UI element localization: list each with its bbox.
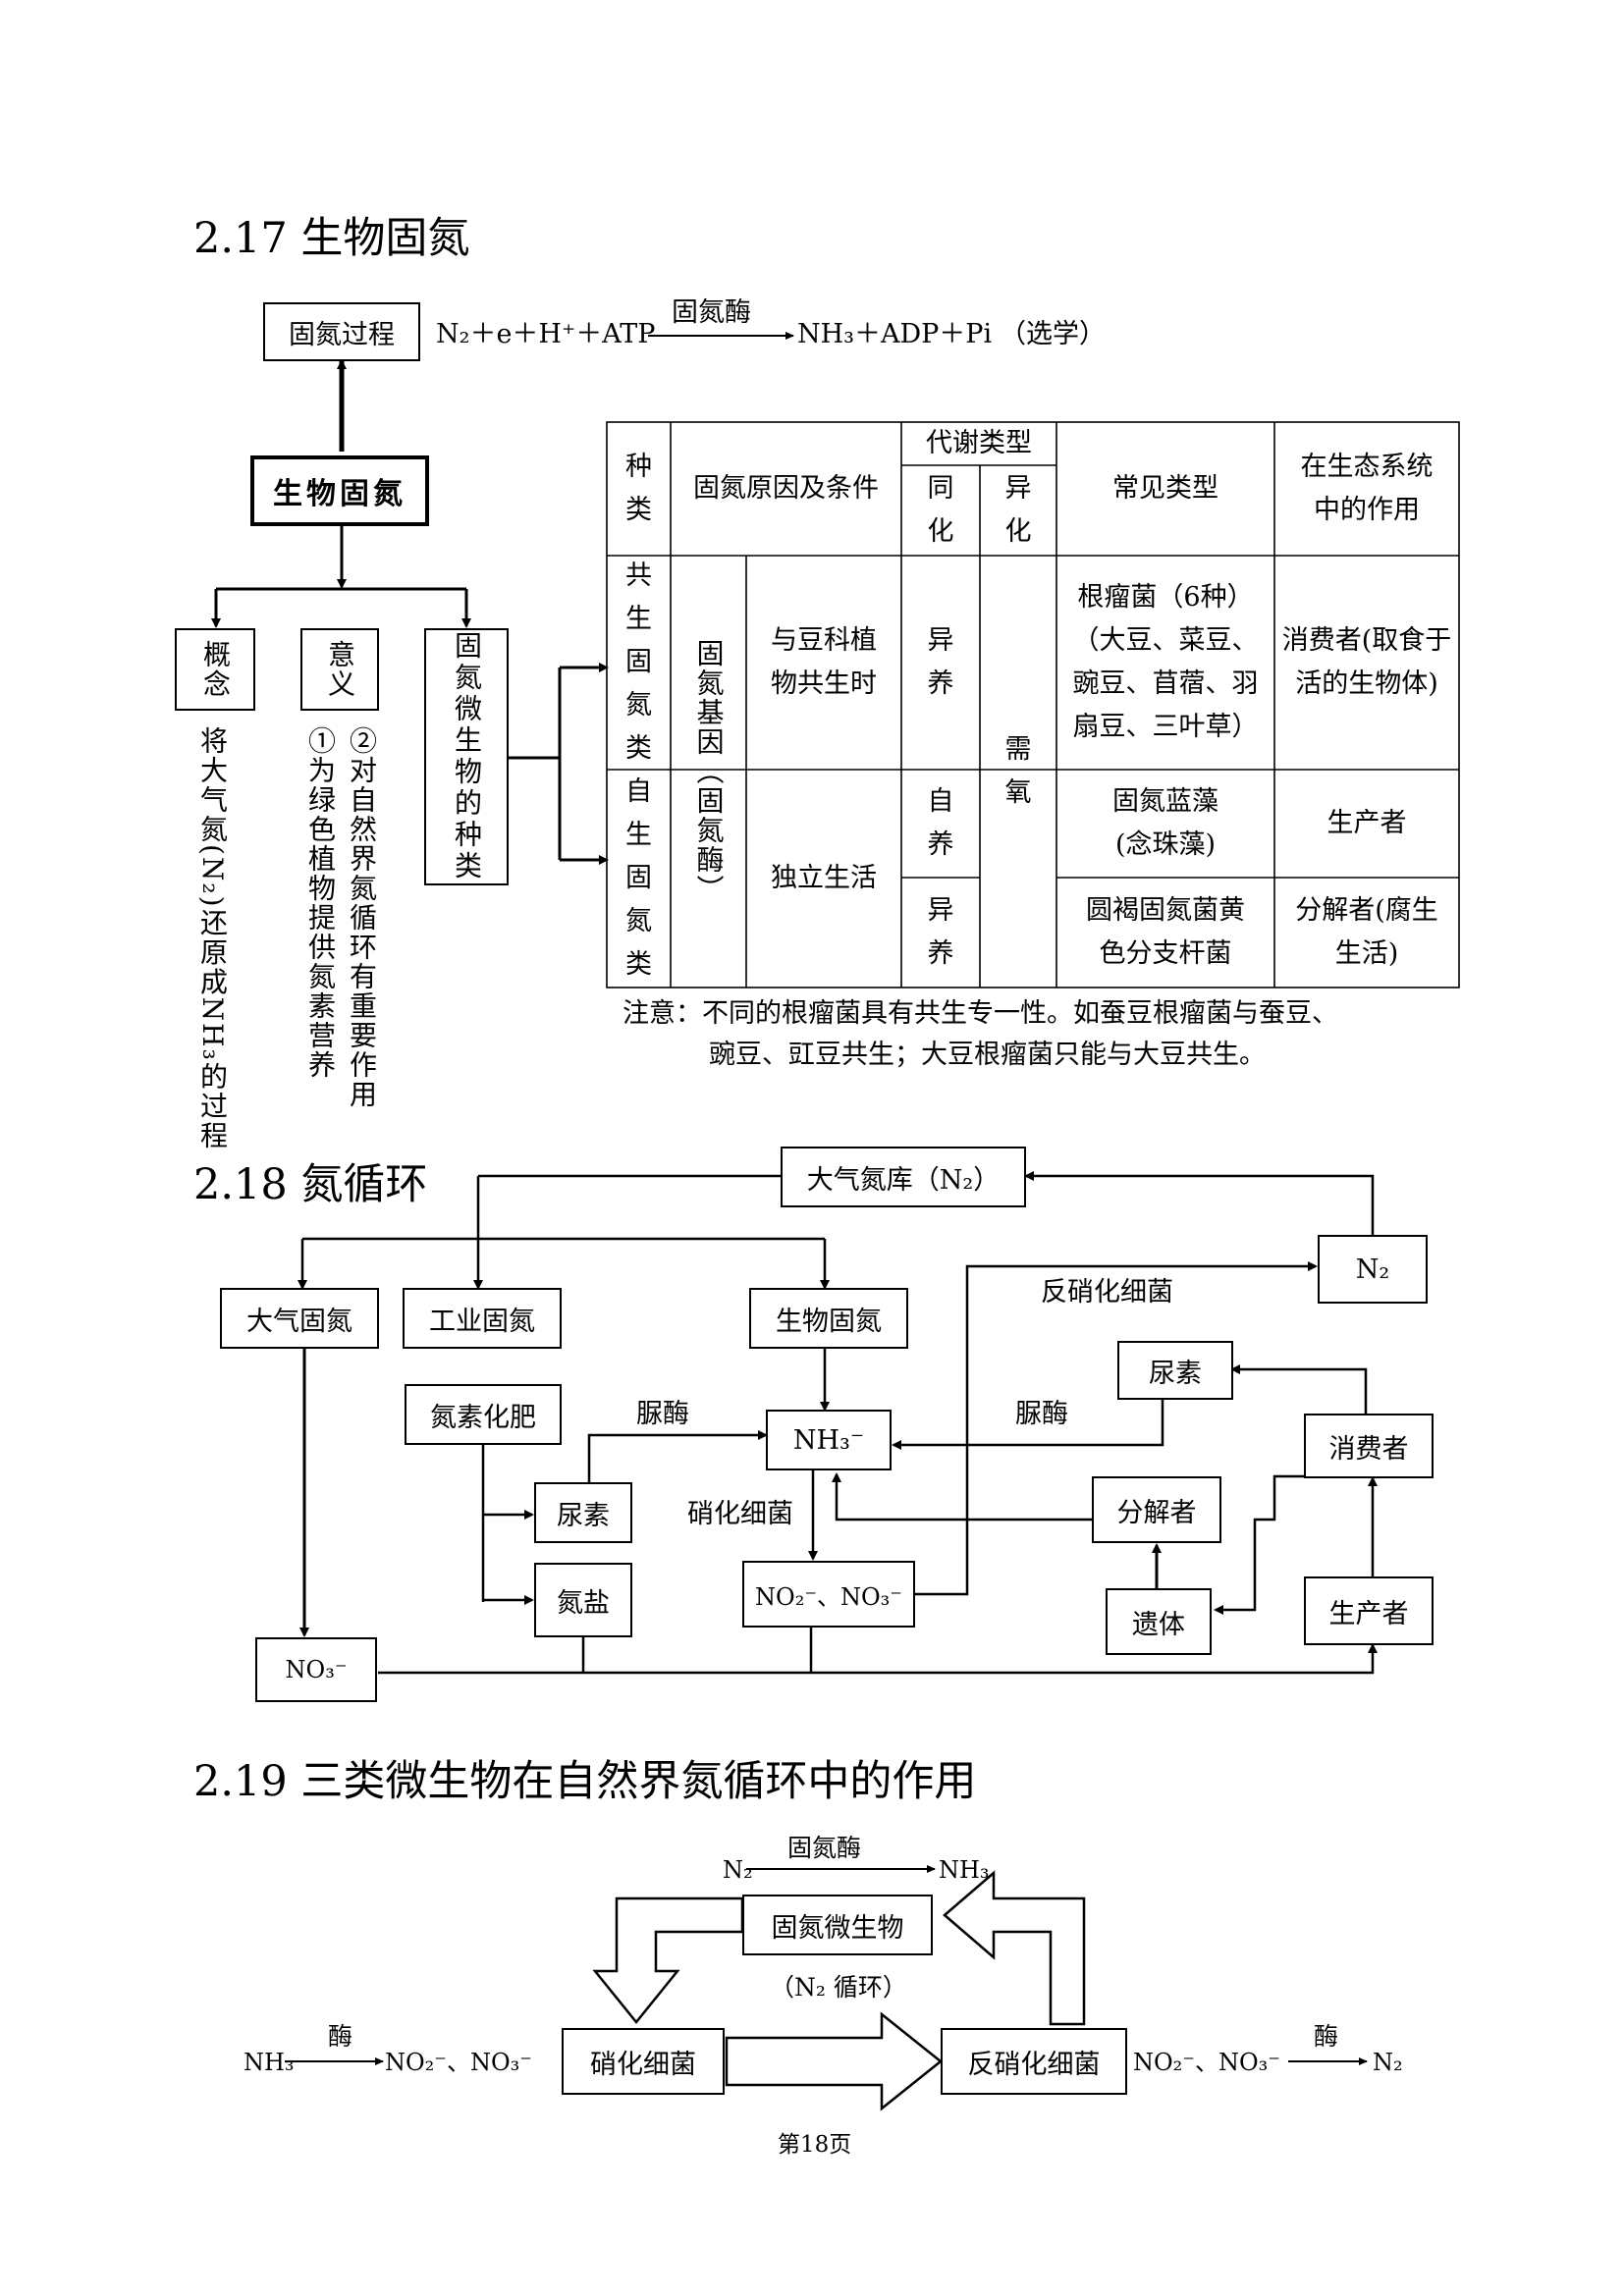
- right-eq-left: NO₂⁻、NO₃⁻: [1133, 2049, 1280, 2076]
- table-cyanobacteria-assimilation: 自养: [927, 786, 954, 860]
- species-label: 固氮微生物的种类: [451, 631, 483, 882]
- equation-note: （选学）: [1000, 319, 1106, 349]
- right-eq-enzyme: 酶: [1314, 2022, 1339, 2051]
- table-header-metabolism: 代谢类型: [926, 428, 1032, 458]
- denitrifying-bacteria-box: 反硝化细菌: [941, 2028, 1127, 2095]
- table-symbiotic-assimilation: 异养: [927, 625, 954, 699]
- top-eq-right: NH₃: [939, 1856, 990, 1884]
- section-title-2-17: 2.17 生物固氮: [193, 214, 470, 263]
- table-row-symbiotic-kind: 共生固氮类: [625, 561, 652, 764]
- table-note-line-2: 豌豆、豇豆共生；大豆根瘤菌只能与大豆共生。: [709, 1040, 1266, 1070]
- nitrogen-fertilizer-box: 氮素化肥: [405, 1384, 562, 1445]
- table-gene-cell: 固氮基因（固氮酶）: [671, 556, 746, 988]
- table-cyanobacteria-role: 生产者: [1326, 808, 1407, 838]
- section-title-2-18: 2.18 氮循环: [193, 1160, 428, 1209]
- n-fixing-microbe-box: 固氮微生物: [742, 1895, 933, 1955]
- table-header-assimilation: 同化: [927, 473, 954, 547]
- left-eq-left: NH₃: [244, 2049, 295, 2076]
- n2-cycle-label: （N₂ 循环）: [770, 1973, 907, 2002]
- n2-box: N₂: [1318, 1235, 1428, 1304]
- nitrate-box: NO₃⁻: [255, 1637, 377, 1702]
- denitrifying-bacteria-label: 反硝化细菌: [1041, 1277, 1173, 1308]
- table-azotobacter-assimilation: 异养: [927, 895, 954, 969]
- meaning-item-2: ②对自然界氮循环有重要作用: [346, 726, 378, 1109]
- table-gene-text: 固氮基因（固氮酶）: [692, 639, 726, 904]
- urease-label-left: 脲酶: [636, 1399, 689, 1429]
- top-eq-enzyme: 固氮酶: [787, 1834, 862, 1862]
- top-eq-left: N₂: [723, 1856, 753, 1884]
- atmospheric-fixation-box: 大气固氮: [220, 1288, 379, 1349]
- table-azotobacter-common: 圆褐固氮菌黄色分支杆菌: [1086, 895, 1245, 969]
- fixation-process-box: 固氮过程: [263, 302, 420, 361]
- table-azotobacter-role: 分解者(腐生生活): [1295, 895, 1438, 969]
- nitrifying-bacteria-box: 硝化细菌: [562, 2028, 725, 2095]
- urea-right-box: 尿素: [1117, 1341, 1233, 1400]
- table-symbiotic-condition: 与豆科植物共生时: [771, 625, 877, 699]
- urease-label-right: 脲酶: [1015, 1399, 1068, 1429]
- table-cyanobacteria-common: 固氮蓝藻(念珠藻): [1112, 786, 1218, 860]
- table-header-reason: 固氮原因及条件: [693, 473, 879, 504]
- urea-left-box: 尿素: [534, 1482, 632, 1543]
- equation-enzyme: 固氮酶: [672, 297, 751, 328]
- page-footer: 第18页: [778, 2132, 852, 2158]
- meaning-box: 意义: [300, 628, 379, 711]
- ammonium-salt-box: 氮盐: [534, 1563, 632, 1637]
- bio-fixation-main-box: 生物固氮: [250, 455, 429, 526]
- meaning-label: 意义: [324, 640, 356, 699]
- equation-left: N₂＋e＋H⁺＋ATP: [436, 319, 656, 349]
- table-header-common-types: 常见类型: [1112, 473, 1218, 504]
- biological-fixation-box: 生物固氮: [749, 1288, 908, 1349]
- nitrifying-bacteria-label: 硝化细菌: [687, 1499, 793, 1529]
- concept-text: 将大气氮(N₂)还原成NH₃的过程: [196, 726, 229, 1150]
- section-title-2-19: 2.19 三类微生物在自然界氮循环中的作用: [193, 1757, 977, 1806]
- meaning-item-1: ①为绿色植物提供氮素营养: [304, 726, 337, 1080]
- table-symbiotic-role: 消费者(取食于活的生物体): [1281, 625, 1452, 699]
- equation-right: NH₃＋ADP＋Pi: [797, 319, 993, 349]
- table-note-line-1: 注意：不同的根瘤菌具有共生专一性。如蚕豆根瘤菌与蚕豆、: [623, 998, 1338, 1029]
- table-header-kind: 种类: [625, 452, 652, 525]
- table-header-role: 在生态系统中的作用: [1300, 452, 1434, 525]
- table-header-dissimilation: 异化: [1004, 473, 1032, 547]
- nitrite-nitrate-box: NO₂⁻、NO₃⁻: [742, 1561, 915, 1628]
- table-dissimilation-aerobic: 需氧: [1004, 734, 1032, 808]
- right-eq-right: N₂: [1373, 2049, 1403, 2076]
- remains-box: 遗体: [1106, 1588, 1212, 1655]
- industrial-fixation-box: 工业固氮: [403, 1288, 562, 1349]
- consumer-box: 消费者: [1304, 1414, 1434, 1478]
- left-eq-right: NO₂⁻、NO₃⁻: [385, 2049, 532, 2076]
- species-box: 固氮微生物的种类: [424, 628, 509, 885]
- concept-box: 概念: [175, 628, 255, 711]
- producer-box: 生产者: [1304, 1576, 1434, 1645]
- table-symbiotic-common: 根瘤菌（6种）（大豆、菜豆、豌豆、苜蓿、羽扇豆、三叶草）: [1072, 582, 1259, 742]
- decomposer-box: 分解者: [1092, 1476, 1221, 1543]
- table-free-living-condition: 独立生活: [771, 863, 877, 893]
- left-eq-enzyme: 酶: [328, 2022, 353, 2051]
- atmospheric-n2-pool-box: 大气氮库（N₂）: [781, 1147, 1026, 1207]
- concept-label: 概念: [199, 640, 232, 699]
- table-row-free-living-kind: 自生固氮类: [625, 776, 652, 980]
- nh3-box: NH₃⁻: [766, 1410, 892, 1470]
